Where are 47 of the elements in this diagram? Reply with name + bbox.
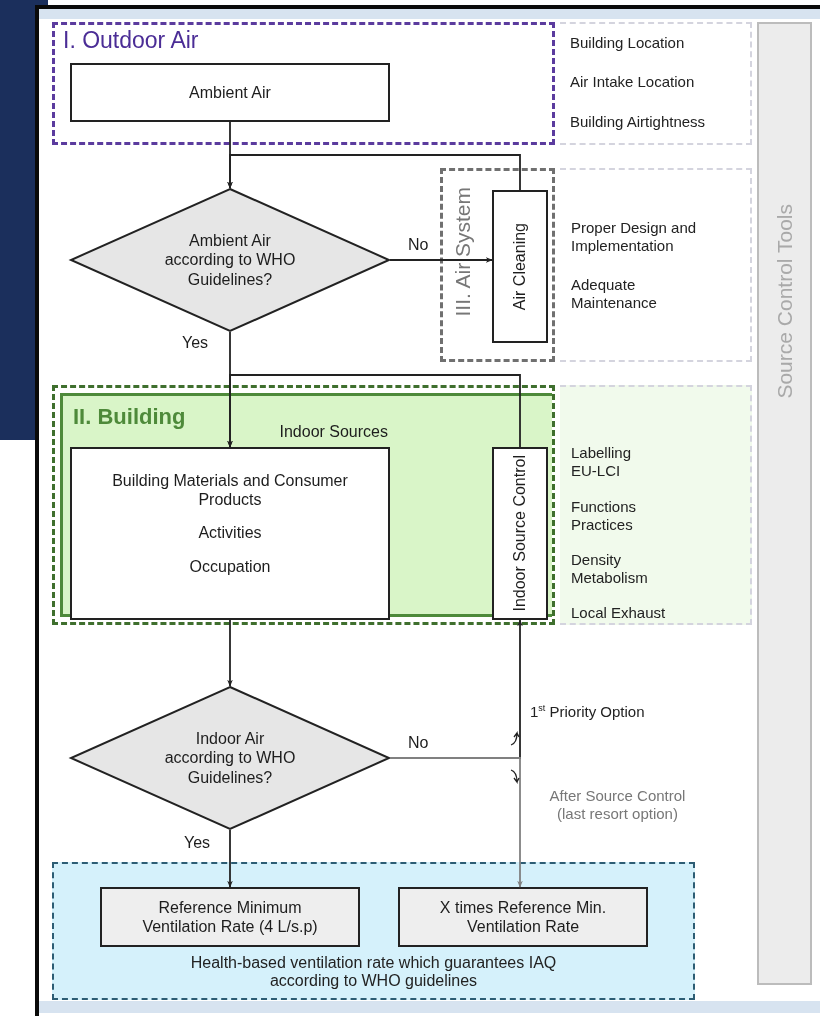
decision-text: Ambient Air according to WHO Guidelines?: [163, 231, 297, 289]
side-bar: [757, 22, 812, 985]
process-box: [70, 63, 390, 122]
box-text: Indoor Source Control: [510, 455, 530, 612]
process-box: [492, 190, 548, 343]
annotation-text: Building Airtightness: [570, 113, 706, 131]
box-text: Reference Minimum Ventilation Rate (4 L/s.p): [141, 897, 319, 937]
box-text: Ambient Air: [189, 82, 271, 103]
annotation-text: Proper Design and Implementation: [571, 219, 698, 255]
annotation-text: Building Location: [570, 34, 685, 52]
group-frame: [52, 385, 555, 625]
annotation-text: Functions Practices: [571, 498, 638, 534]
arrow: [389, 257, 493, 263]
decision-diamond: [70, 686, 390, 830]
box-heading: Indoor Sources: [279, 423, 388, 441]
process-box: [100, 887, 360, 947]
group-title: II. Building: [73, 404, 186, 430]
group-panel: [52, 862, 695, 1000]
group-title: III. Air System: [451, 187, 475, 317]
box-text: Occupation: [189, 556, 271, 576]
annotation-text: Density Metabolism: [571, 551, 649, 587]
bar-title: Source Control Tools: [772, 204, 797, 399]
arrow: [227, 374, 521, 448]
annotation-text: After Source Control (last resort option): [548, 787, 687, 823]
box-text: Building Materials and Consumer Products: [111, 471, 349, 510]
box-text: Activities: [198, 523, 262, 543]
annotation-text: 1$^{st}$ Priority Option: [530, 703, 645, 721]
decision-diamond: [70, 188, 390, 332]
group-title: I. Outdoor Air: [63, 27, 199, 54]
arrow: [227, 619, 233, 687]
decision-text: Indoor Air according to WHO Guidelines?: [163, 729, 297, 787]
process-box: [492, 447, 548, 620]
annotation-text: Adequate Maintenance: [571, 276, 658, 312]
edge-label: Yes: [181, 334, 210, 352]
group-title: Health-based ventilation rate which guarantees IAQ according to WHO guidelines: [189, 954, 558, 990]
arrow: [389, 757, 523, 888]
box-text: Air Cleaning: [510, 222, 530, 311]
annotation-text: Local Exhaust: [571, 604, 666, 622]
process-box: [398, 887, 648, 947]
box-text: X times Reference Min. Ventilation Rate: [438, 897, 608, 937]
edge-label: Yes: [183, 834, 212, 852]
group-frame: [52, 22, 555, 145]
arrow: [227, 829, 233, 888]
annotation-text: Labelling EU-LCI: [571, 444, 633, 480]
group-frame: [440, 168, 555, 362]
arrow: [227, 154, 521, 191]
annotation-text: Air Intake Location: [570, 73, 695, 91]
